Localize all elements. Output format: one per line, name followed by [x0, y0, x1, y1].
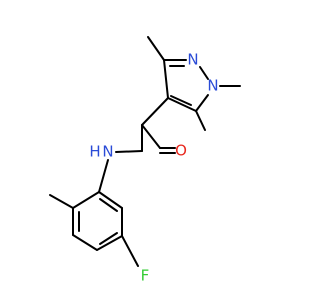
pyrazole-nitrogen-1: N	[207, 77, 218, 95]
ring-bond	[167, 97, 197, 112]
benzene-bond	[72, 191, 100, 209]
methyl-bond	[147, 36, 165, 61]
ring-bond	[163, 59, 169, 99]
aryl-bond	[98, 159, 109, 193]
benzene-bond	[98, 191, 123, 209]
amide-hydrogen: H	[89, 143, 100, 161]
benzene-bond	[72, 234, 98, 251]
amide-nitrogen: N	[102, 143, 113, 161]
bond-layer	[49, 36, 241, 267]
carbonyl-oxygen: O	[175, 142, 187, 160]
benzene-double-bond	[99, 232, 118, 245]
ring-double-bond	[170, 95, 192, 106]
methyl-bond	[195, 110, 206, 131]
chain-bond	[141, 97, 169, 126]
ring-bond	[195, 94, 209, 112]
chain-bond	[141, 124, 161, 149]
benzene-double-bond	[99, 198, 118, 212]
ring-bond	[199, 66, 209, 80]
molecule-structure: N N N H O F	[49, 36, 241, 285]
fluorine: F	[141, 267, 150, 285]
atom-label-layer: N N N H O F	[89, 51, 218, 285]
pyrazole-nitrogen-2: N	[187, 51, 198, 69]
amide-bond	[115, 150, 143, 153]
fluorine-bond	[121, 235, 139, 267]
methyl-bond	[49, 194, 74, 209]
benzene-bond	[96, 235, 123, 251]
